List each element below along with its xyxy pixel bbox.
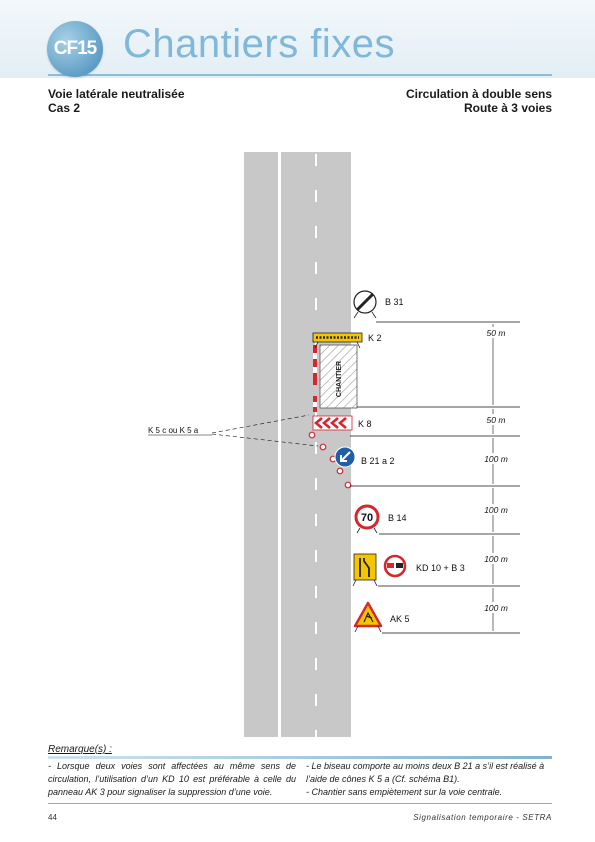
page-title: Chantiers fixes xyxy=(123,22,396,66)
cones-label: K 5 c ou K 5 a xyxy=(148,426,199,435)
work-zone-area xyxy=(319,344,358,409)
footer-source: Signalisation temporaire - SETRA xyxy=(413,813,552,822)
signage-diagram: CHANTIER K 2 K 8 K 5 c ou K 5 a xyxy=(148,152,520,737)
sign-b14: 70 B 14 xyxy=(354,504,407,534)
page-number: 44 xyxy=(48,813,57,822)
speed-limit-icon xyxy=(354,504,380,530)
remarks-left-column: - Lorsque deux voies sont affectées au m… xyxy=(48,760,296,799)
distance-label: 100 m xyxy=(484,454,508,464)
remarks-rule xyxy=(48,756,552,759)
cone xyxy=(308,431,316,439)
subtitle-right: Circulation à double sens Route à 3 voie… xyxy=(406,87,552,115)
sign-b31: B 31 xyxy=(353,290,404,319)
cone xyxy=(319,443,327,451)
sign-label-kd10-b3: KD 10 + B 3 xyxy=(416,563,465,573)
work-zone: CHANTIER xyxy=(313,344,358,412)
sign-k2: K 2 xyxy=(312,332,382,349)
sign-kd10-b3: KD 10 + B 3 xyxy=(352,553,465,587)
barrier-post-left-stripe xyxy=(313,353,317,359)
no-overtaking-icon xyxy=(383,554,407,578)
speed-limit-value: 70 xyxy=(361,512,373,524)
sign-b21a2: B 21 a 2 xyxy=(334,446,395,468)
subtitle-left-line-1: Voie latérale neutralisée xyxy=(48,87,185,101)
distance-label: 50 m xyxy=(487,415,506,425)
distance-lines: 50 m 50 m 100 m 100 m 100 m 100 m xyxy=(350,321,520,634)
subtitle-left: Voie latérale neutralisée Cas 2 xyxy=(48,87,185,115)
remark-text: - Lorsque deux voies sont affectées au m… xyxy=(48,761,296,797)
sign-label-k8: K 8 xyxy=(358,419,372,429)
distance-label: 100 m xyxy=(484,505,508,515)
distance-label: 100 m xyxy=(484,603,508,613)
sign-label-ak5: AK 5 xyxy=(390,614,410,624)
barrier-post-left-stripe xyxy=(313,367,317,373)
sign-label-b21a2: B 21 a 2 xyxy=(361,456,395,466)
barrier-post-left-lower-stripe xyxy=(313,402,317,407)
sign-label-b14: B 14 xyxy=(388,513,407,523)
cones-leader xyxy=(211,433,319,447)
subtitle-right-line-1: Circulation à double sens xyxy=(405,87,552,101)
cones-leader xyxy=(211,414,310,434)
lane-reduction-icon xyxy=(353,553,377,581)
sign-label-k2: K 2 xyxy=(368,333,382,343)
cones: K 5 c ou K 5 a xyxy=(148,414,352,489)
subtitle-right-line-2: Route à 3 voies xyxy=(463,101,552,115)
header-rule xyxy=(48,74,552,76)
sign-ak5: AK 5 xyxy=(353,601,410,633)
barrier-post-left xyxy=(313,345,317,385)
remarks-right-column: - Le biseau comporte au moins deux B 21 … xyxy=(306,760,554,799)
remark-text: - Chantier sans empiètement sur la voie … xyxy=(306,787,503,797)
road-lane-left xyxy=(244,152,278,737)
distance-label: 50 m xyxy=(487,328,506,338)
remark-text: - Le biseau comporte au moins deux B 21 … xyxy=(306,761,545,784)
cone xyxy=(344,481,352,489)
subtitle-left-line-2: Cas 2 xyxy=(48,101,81,115)
sign-k8: K 8 xyxy=(312,415,372,431)
code-badge: CF15 xyxy=(47,21,103,77)
sign-label-b31: B 31 xyxy=(385,297,404,307)
roadworks-warning-icon xyxy=(353,601,383,628)
road xyxy=(244,152,351,737)
remarks-title: Remarque(s) : xyxy=(48,744,112,755)
cone xyxy=(336,467,344,475)
footer-rule xyxy=(48,803,552,804)
work-zone-label: CHANTIER xyxy=(336,361,343,397)
distance-label: 100 m xyxy=(484,554,508,564)
